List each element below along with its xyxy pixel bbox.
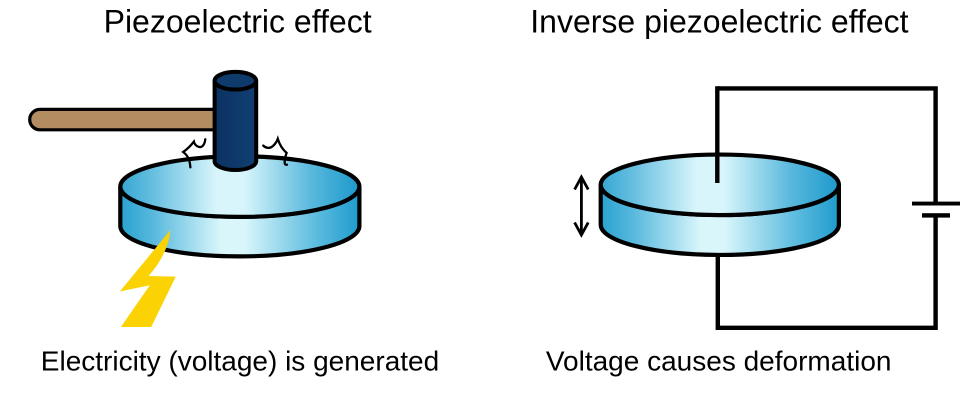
svg-text:Electricity (voltage) is gener: Electricity (voltage) is generated (41, 345, 439, 376)
svg-text:Inverse piezoelectric effect: Inverse piezoelectric effect (530, 4, 908, 40)
svg-text:Voltage causes deformation: Voltage causes deformation (546, 345, 892, 376)
svg-text:Piezoelectric effect: Piezoelectric effect (104, 4, 372, 40)
